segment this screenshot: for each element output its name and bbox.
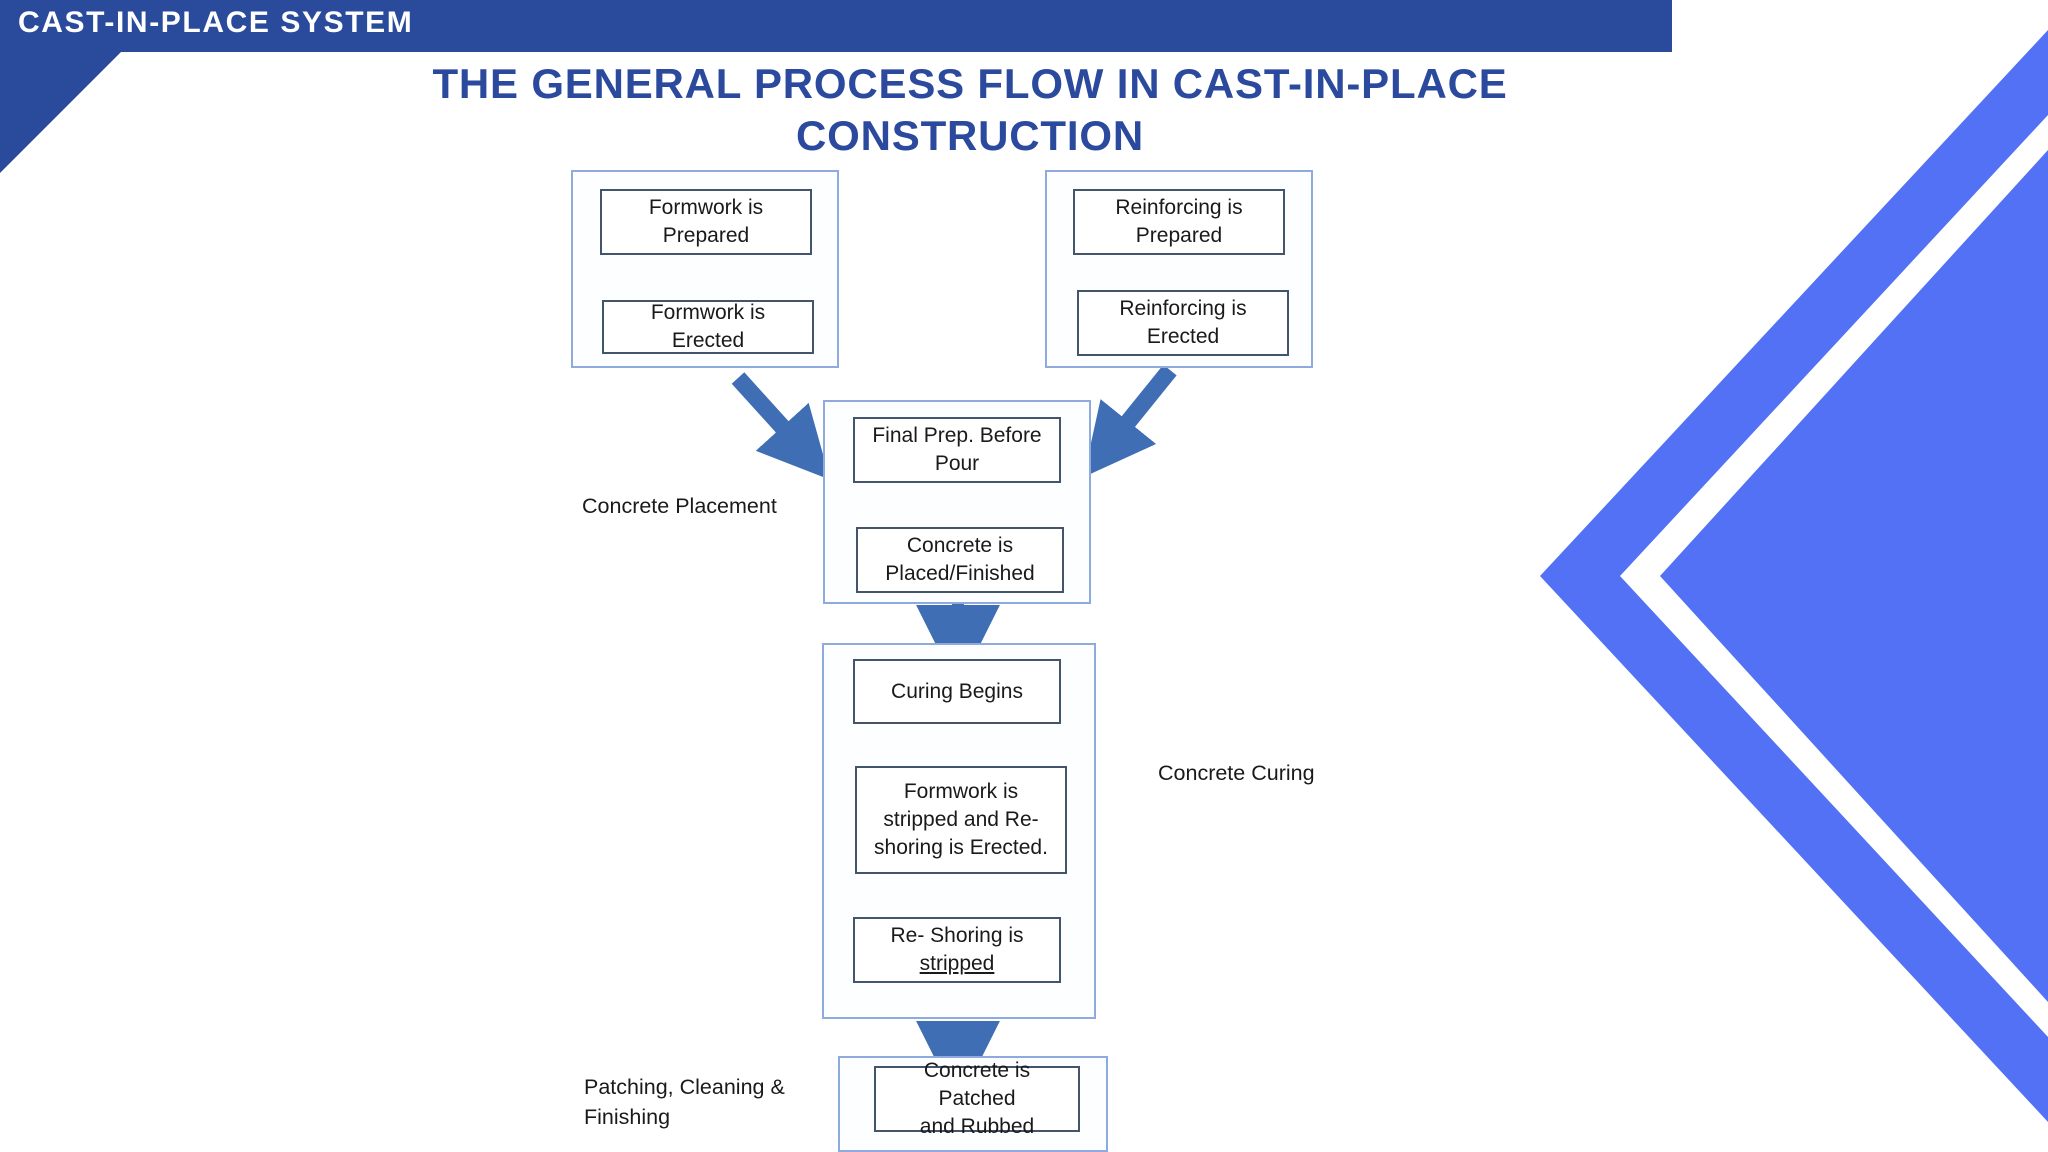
label-patching-cleaning-finishing: Patching, Cleaning & Finishing	[584, 1072, 844, 1132]
step-curing-begins-label: Curing Begins	[891, 679, 1023, 703]
step-reinforcing-prepared[interactable]: Reinforcing is Prepared	[1073, 189, 1285, 255]
step-reinforcing-erected-line1: Reinforcing is	[1119, 297, 1247, 320]
step-reinforcing-prepared-line1: Reinforcing is	[1115, 196, 1243, 219]
step-formwork-stripped-line3: shoring is Erected.	[874, 836, 1048, 859]
step-formwork-prepared[interactable]: Formwork is Prepared	[600, 189, 812, 255]
header-eyebrow-title: CAST-IN-PLACE SYSTEM	[18, 6, 414, 39]
step-final-prep-line2: Pour	[934, 452, 980, 475]
label-concrete-curing-text: Concrete Curing	[1158, 761, 1315, 785]
label-patching-line2: Finishing	[584, 1105, 671, 1129]
label-concrete-placement-text: Concrete Placement	[582, 494, 777, 518]
step-reinforcing-prepared-line2: Prepared	[1135, 224, 1223, 247]
step-formwork-prepared-line1: Formwork is	[648, 196, 764, 219]
step-reshoring-stripped-line2: stripped	[919, 952, 995, 975]
step-curing-begins[interactable]: Curing Begins	[853, 659, 1061, 724]
label-concrete-placement: Concrete Placement	[582, 491, 842, 521]
arrow-reinforcing-to-placement	[1083, 364, 1177, 478]
step-reshoring-stripped[interactable]: Re- Shoring is stripped	[853, 917, 1061, 983]
step-patched-line2: and Rubbed	[919, 1115, 1035, 1138]
step-formwork-prepared-line2: Prepared	[662, 224, 750, 247]
step-concrete-patched-rubbed[interactable]: Concrete is Patched and Rubbed	[874, 1059, 1080, 1138]
label-concrete-curing: Concrete Curing	[1158, 758, 1398, 788]
step-concrete-placed-finished[interactable]: Concrete is Placed/Finished	[856, 527, 1064, 593]
step-final-prep-before-pour[interactable]: Final Prep. Before Pour	[853, 417, 1061, 483]
step-reinforcing-erected-line2: Erected	[1146, 325, 1220, 348]
step-concrete-placed-line1: Concrete is	[906, 534, 1014, 557]
step-patched-line1: Concrete is Patched	[923, 1059, 1031, 1110]
step-formwork-stripped-reshoring-erected[interactable]: Formwork is stripped and Re- shoring is …	[855, 766, 1067, 874]
label-patching-line1: Patching, Cleaning &	[584, 1075, 785, 1099]
step-formwork-stripped-line1: Formwork is	[903, 780, 1019, 803]
arrow-formwork-to-placement	[731, 372, 831, 480]
step-reinforcing-erected[interactable]: Reinforcing is Erected	[1077, 290, 1289, 356]
step-formwork-erected[interactable]: Formwork is Erected	[602, 300, 814, 354]
step-final-prep-line1: Final Prep. Before	[872, 424, 1042, 447]
step-formwork-stripped-line2: stripped and Re-	[883, 808, 1039, 831]
step-formwork-erected-label: Formwork is Erected	[650, 301, 766, 352]
step-reshoring-stripped-line1: Re- Shoring is	[890, 924, 1024, 947]
page-title: THE GENERAL PROCESS FLOW IN CAST-IN-PLAC…	[432, 60, 1508, 159]
step-concrete-placed-line2: Placed/Finished	[885, 562, 1035, 585]
